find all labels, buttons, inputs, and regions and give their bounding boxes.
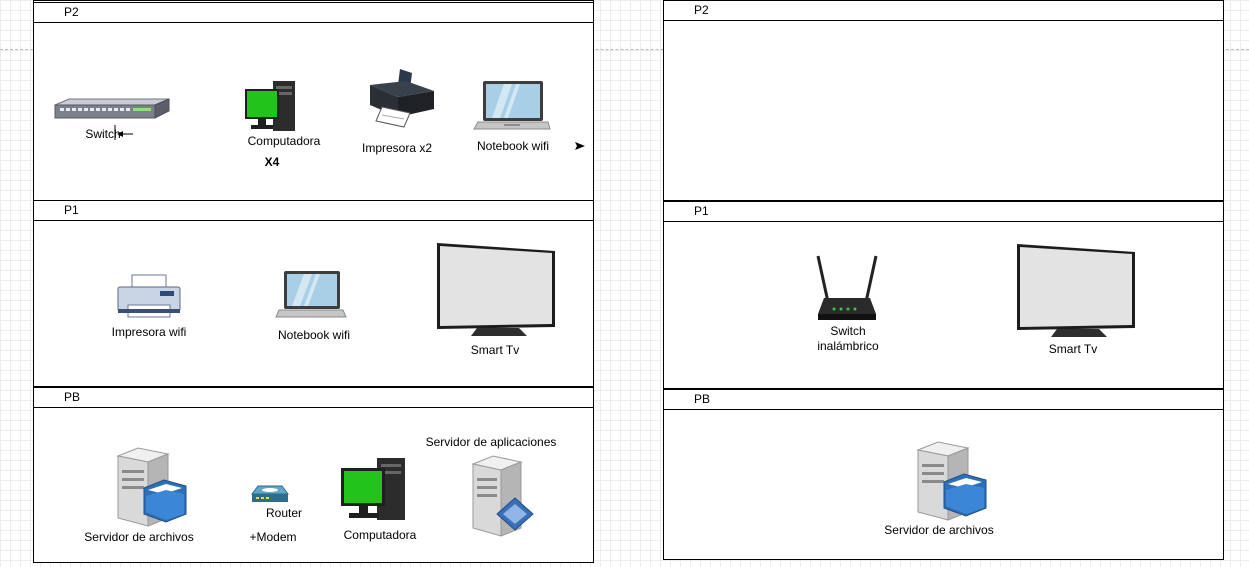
printer-node[interactable] [360, 67, 436, 129]
left-building: P2 Switch [33, 0, 594, 563]
floor-label: PB [64, 390, 81, 404]
file-server-icon [116, 447, 187, 527]
floor-header: P2 [34, 3, 593, 23]
notebook-label: Notebook wifi [476, 139, 550, 153]
router-label: Router [265, 506, 303, 520]
file-server-node[interactable] [916, 441, 988, 522]
router-node[interactable] [250, 484, 290, 506]
printer-icon [370, 69, 434, 128]
switch-label: Switch [85, 127, 121, 141]
app-server-icon [471, 455, 534, 537]
laptop-icon [275, 271, 347, 318]
file-server-icon [916, 441, 987, 521]
floor-pb-right[interactable]: PB Servidor de archivos [663, 389, 1224, 560]
file-server-node[interactable] [116, 447, 188, 528]
wifi-printer-node[interactable] [116, 274, 182, 319]
floor-header: P2 [664, 1, 1223, 21]
floor-label: PB [694, 392, 711, 406]
dashed-guide-line [0, 49, 1249, 50]
floor-header: PB [34, 388, 593, 408]
computer-label: Computadora [247, 134, 321, 148]
floor-label: P1 [694, 204, 709, 218]
computer-node[interactable] [243, 81, 297, 133]
smart-tv-node[interactable] [437, 243, 555, 339]
wireless-switch-label-line1: Switch [830, 324, 866, 338]
computer-label: Computadora [343, 528, 417, 542]
floor-p1-left[interactable]: P1 Impresora wifi Notebook wifi [33, 200, 594, 387]
right-building: P2 P1 Switch inalámbrico Smart Tv [663, 0, 1224, 560]
notebook-node[interactable] [275, 271, 347, 323]
switch-node[interactable] [51, 98, 171, 129]
tv-icon [437, 243, 555, 336]
floor-p1-right[interactable]: P1 Switch inalámbrico Smart Tv [663, 201, 1224, 389]
floor-pb-left[interactable]: PB Servidor de archivos [33, 387, 594, 563]
app-server-node[interactable] [471, 455, 535, 538]
floor-label: P1 [64, 203, 79, 217]
notebook-label: Notebook wifi [277, 328, 351, 342]
file-server-label: Servidor de archivos [884, 523, 994, 537]
wifi-printer-label: Impresora wifi [111, 325, 187, 339]
smart-tv-node[interactable] [1017, 244, 1135, 340]
floor-header: PB [664, 390, 1223, 410]
printer-icon [117, 274, 181, 318]
tv-label: Smart Tv [1048, 342, 1098, 356]
tv-icon [1017, 244, 1135, 337]
switch-icon [54, 98, 170, 119]
tv-label: Smart Tv [470, 343, 520, 357]
computer-node[interactable] [339, 458, 409, 522]
router-icon [251, 485, 289, 502]
printer-label: Impresora x2 [361, 141, 433, 155]
floor-p2-right[interactable]: P2 [663, 0, 1224, 201]
file-server-label: Servidor de archivos [84, 530, 194, 544]
wireless-switch-label-line2: inalámbrico [817, 339, 879, 353]
wireless-router-icon [816, 255, 878, 320]
modem-label: +Modem [249, 530, 297, 544]
laptop-icon [473, 81, 551, 130]
floor-p2-left[interactable]: P2 Switch [33, 2, 594, 201]
arrow-left-icon [114, 125, 133, 140]
floor-header: P1 [34, 201, 593, 221]
floor-label: P2 [64, 5, 79, 19]
floor-label: P2 [694, 3, 709, 17]
arrow-right-icon [575, 142, 585, 150]
floor-header: P1 [664, 202, 1223, 222]
wireless-switch-node[interactable] [816, 254, 878, 324]
app-server-label: Servidor de aplicaciones [425, 435, 557, 449]
computer-count-label: X4 [264, 155, 280, 169]
desktop-computer-icon [341, 458, 405, 520]
desktop-computer-icon [245, 81, 295, 131]
notebook-node[interactable] [473, 81, 551, 135]
